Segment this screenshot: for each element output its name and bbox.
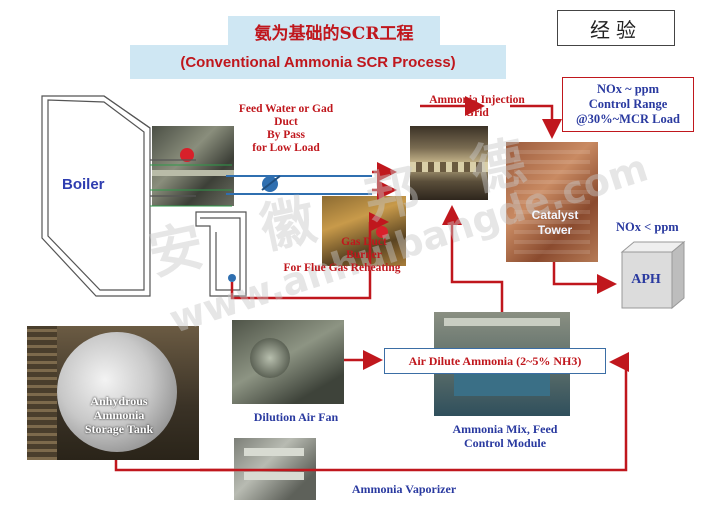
mix-module-label: Ammonia Mix, Feed Control Module: [430, 422, 580, 450]
tank-line-2: Ammonia: [93, 408, 145, 422]
nox-control-box: NOx ~ ppm Control Range @30%~MCR Load: [562, 77, 694, 132]
injection-line-1: Ammonia Injection: [429, 94, 525, 106]
photo-feed-water-duct: [152, 126, 234, 206]
feed-water-line-2: Duct: [274, 116, 298, 128]
air-dilute-ammonia-box: Air Dilute Ammonia (2~5% NH3): [384, 348, 606, 374]
tank-line-3: Storage Tank: [84, 422, 154, 436]
injection-line-2: Grid: [465, 107, 489, 119]
duct-guide-lines: [150, 164, 232, 207]
catalyst-tower-label: Catalyst Tower: [522, 208, 588, 238]
feed-water-line-1: Feed Water or Gad: [238, 103, 334, 115]
vaporizer-label: Ammonia Vaporizer: [351, 482, 457, 496]
catalyst-line-1: Catalyst: [531, 208, 579, 222]
burner-line-2: Burner: [346, 249, 382, 261]
feed-water-label: Feed Water or Gad Duct By Pass for Low L…: [226, 103, 346, 155]
photo-catalyst-tower: [506, 142, 598, 262]
gas-duct-burner-label: Gas Duct Burner For Flue Gas Reheating: [272, 236, 412, 275]
storage-tank-label: Anhydrous Ammonia Storage Tank: [64, 394, 174, 436]
photo-gas-duct-burner: [322, 196, 406, 266]
photo-dilution-air-fan: [232, 320, 344, 404]
title-chinese: 氨为基础的SCR工程: [228, 16, 440, 46]
boiler-label: Boiler: [62, 176, 105, 193]
red-flow-lines: [114, 96, 629, 472]
experience-badge: 经验: [557, 10, 675, 46]
nox-line-2: Control Range: [588, 97, 668, 111]
mix-line-2: Control Module: [463, 436, 547, 450]
boiler-outlet-valve: [228, 274, 236, 282]
feed-water-line-4: for Low Load: [252, 142, 320, 154]
photo-ammonia-injection-grid: [410, 126, 488, 200]
mix-line-1: Ammonia Mix, Feed: [452, 422, 558, 436]
burner-line-3: For Flue Gas Reheating: [283, 262, 401, 274]
dilution-fan-label: Dilution Air Fan: [253, 410, 339, 424]
catalyst-line-2: Tower: [537, 223, 573, 237]
photo-ammonia-storage-tank: [27, 326, 199, 460]
title-english: (Conventional Ammonia SCR Process): [130, 45, 506, 79]
nox-line-3: @30%~MCR Load: [576, 112, 680, 126]
aph-label: APH: [631, 272, 661, 287]
feed-water-line-3: By Pass: [266, 129, 306, 141]
burner-line-1: Gas Duct: [341, 236, 387, 248]
boiler-outline: [41, 95, 247, 297]
tank-line-1: Anhydrous: [90, 394, 148, 408]
main-duct: [226, 175, 372, 195]
ammonia-injection-label: Ammonia Injection Grid: [414, 94, 540, 120]
aph-block: [620, 240, 686, 310]
nox-line-1: NOx ~ ppm: [596, 82, 660, 96]
nox-outlet-label: NOx < ppm: [616, 220, 679, 234]
